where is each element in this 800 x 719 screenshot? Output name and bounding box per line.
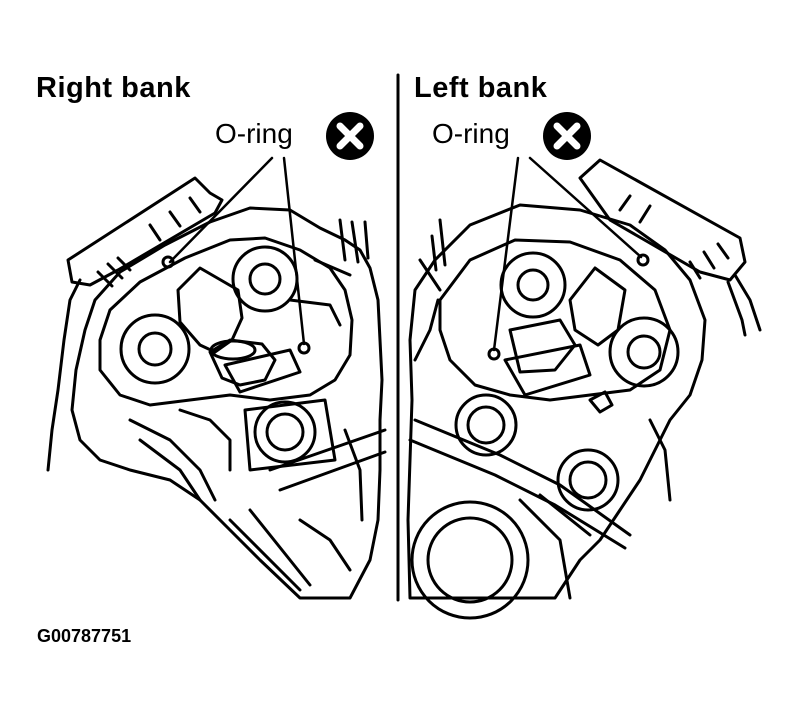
right-oring-right-mark [297,341,311,355]
left-oring-right-mark [636,253,650,267]
left-oring-left-mark [487,347,501,361]
left-bank-title: Left bank [414,72,548,104]
left-bank-engine [406,112,762,620]
right-bank-engine [46,112,387,600]
right-oring-label: O-ring [215,118,293,149]
figure-code: G00787751 [37,626,132,646]
left-oring-label: O-ring [432,118,510,149]
x-circle-icon [543,112,591,160]
right-bank-title: Right bank [36,72,191,104]
x-circle-icon [326,112,374,160]
